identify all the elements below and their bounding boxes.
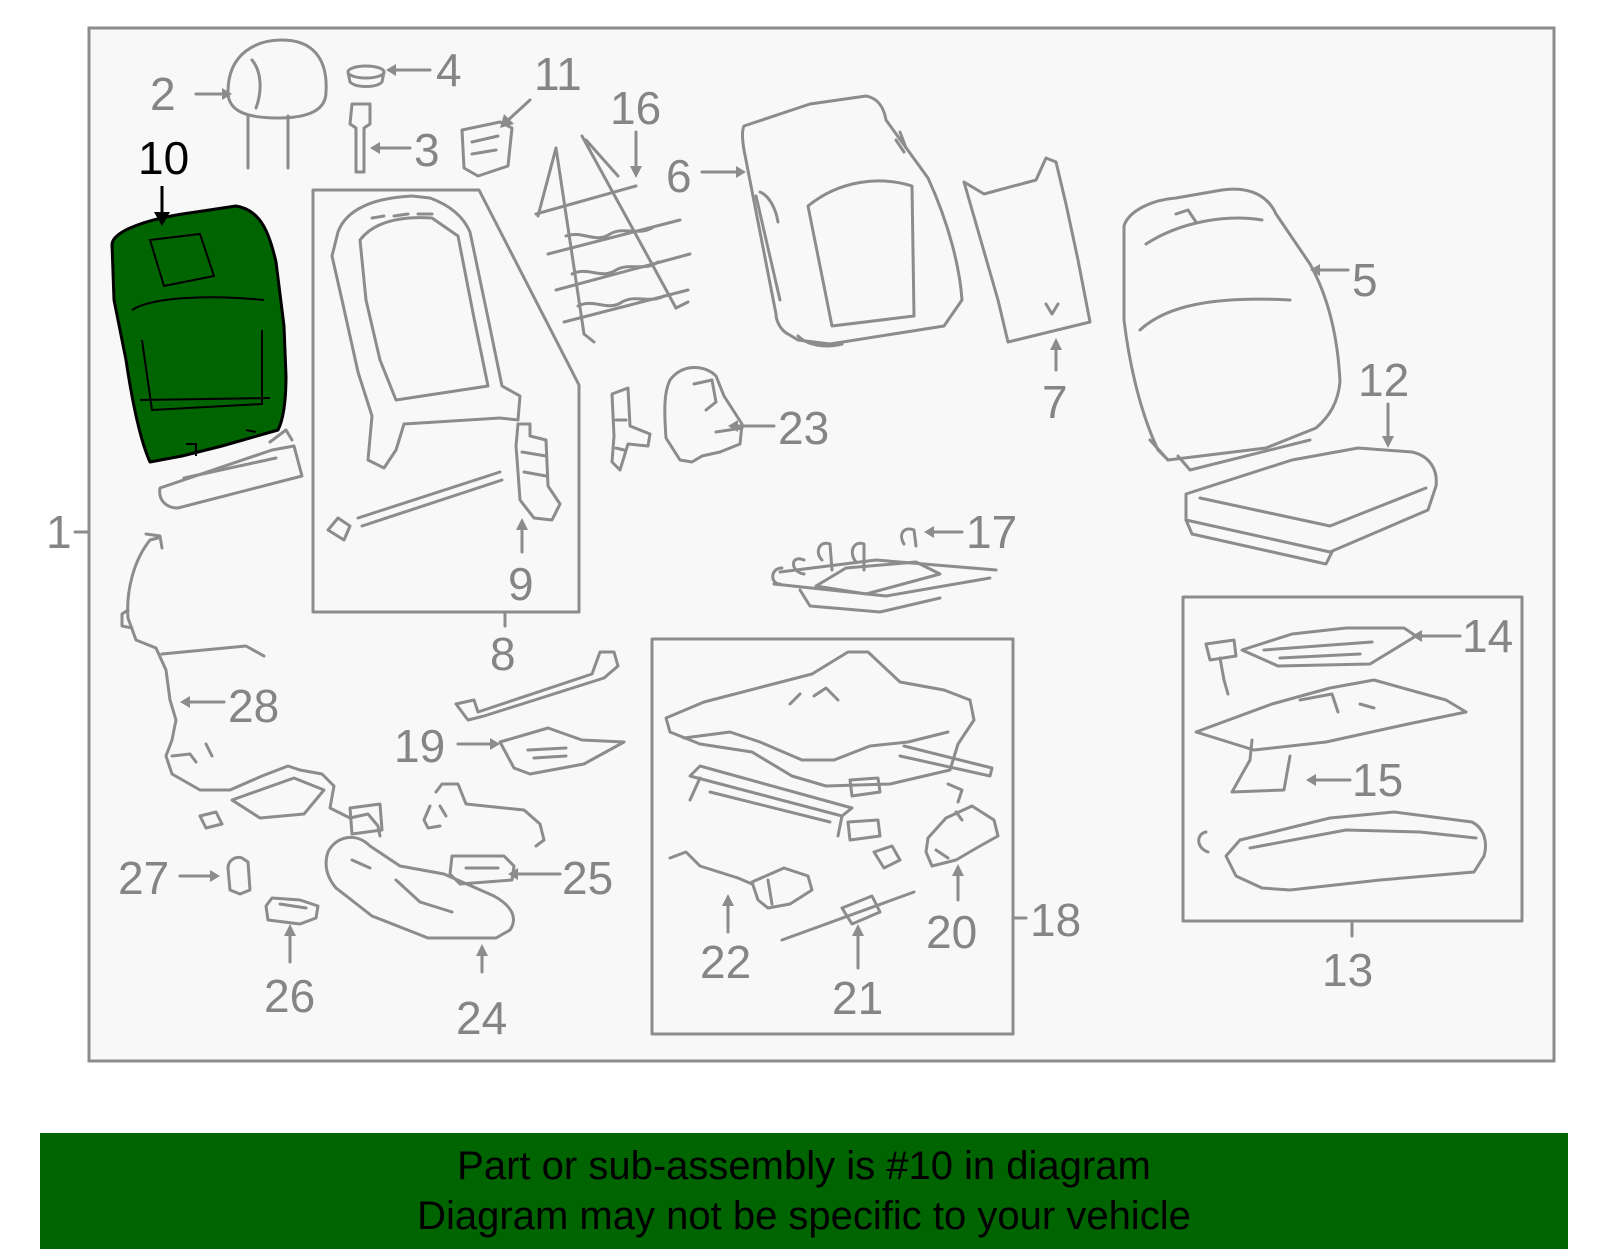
caption-banner: Part or sub-assembly is #10 in diagram D…	[40, 1133, 1568, 1249]
label-15: 15	[1352, 754, 1403, 806]
label-12: 12	[1358, 354, 1409, 406]
part-18-pins	[846, 776, 902, 870]
label-9: 9	[508, 558, 534, 610]
callout-labels: 1 2 3 4 5 6 7 8 9 10 11 12 13 14 15 16 1…	[46, 44, 1513, 1044]
label-14: 14	[1462, 610, 1513, 662]
label-24: 24	[456, 992, 507, 1044]
part-28-wire-harness	[120, 532, 384, 838]
label-11: 11	[534, 48, 582, 100]
part-18-box	[650, 637, 1015, 1036]
label-6: 6	[666, 150, 692, 202]
part-14-heater-pad	[1204, 626, 1418, 696]
part-6-seatback-cover	[741, 94, 964, 348]
part-2-head-restraint	[226, 38, 328, 170]
part-10-highlighted-seatback-panel	[110, 204, 288, 464]
part-15-cushion-frame	[1194, 678, 1468, 794]
part-5-seatback-trim	[1122, 187, 1342, 472]
part-27-knob	[226, 856, 252, 896]
arrowheads	[180, 64, 1422, 956]
label-27: 27	[118, 852, 169, 904]
part-20-motor	[924, 804, 1000, 868]
caption-line-2: Diagram may not be specific to your vehi…	[417, 1194, 1191, 1238]
part-17-seat-springs	[771, 527, 998, 614]
part-13-cushion-trim	[1197, 810, 1487, 892]
part-8-box	[311, 188, 581, 614]
part-16-lumbar-support	[534, 134, 692, 344]
part-19-cover	[454, 650, 626, 776]
label-2: 2	[150, 68, 176, 120]
part-22-motor	[668, 850, 814, 910]
part-8-rod	[356, 470, 504, 528]
label-25: 25	[562, 852, 613, 904]
label-4: 4	[436, 44, 462, 96]
label-8: 8	[490, 628, 516, 680]
label-10: 10	[138, 132, 189, 184]
part-12-seat-pad	[1184, 446, 1438, 566]
label-3: 3	[414, 124, 440, 176]
part-bracket-small	[610, 386, 652, 472]
part-3-guide	[348, 102, 372, 174]
leader-10-arrowhead	[154, 212, 170, 226]
part-11-module	[460, 120, 514, 178]
label-21: 21	[832, 972, 883, 1024]
part-25-switch	[422, 782, 546, 886]
part-7-back-panel	[962, 156, 1092, 344]
label-23: 23	[778, 402, 829, 454]
part-4-guide-cap	[346, 64, 386, 88]
label-26: 26	[264, 970, 315, 1022]
part-8-clip	[326, 516, 352, 542]
part-21-cable	[780, 890, 916, 942]
label-18: 18	[1030, 894, 1081, 946]
label-17: 17	[966, 506, 1017, 558]
leader-11	[504, 98, 532, 124]
label-22: 22	[700, 936, 751, 988]
caption-banner-bg	[40, 1133, 1568, 1249]
part-18-seat-adjuster	[664, 650, 994, 838]
part-bracket-lower	[158, 428, 304, 510]
label-20: 20	[926, 906, 977, 958]
part-9-recliner-motor	[514, 422, 562, 522]
part-26-switch	[264, 896, 320, 926]
label-19: 19	[394, 720, 445, 772]
label-16: 16	[610, 82, 661, 134]
label-5: 5	[1352, 254, 1378, 306]
caption-line-1: Part or sub-assembly is #10 in diagram	[457, 1144, 1151, 1188]
part-8-seatback-frame	[330, 194, 522, 470]
label-13: 13	[1322, 944, 1373, 996]
label-1: 1	[46, 506, 72, 558]
label-28: 28	[228, 680, 279, 732]
part-24-side-shield	[324, 836, 515, 940]
label-7: 7	[1042, 376, 1068, 428]
